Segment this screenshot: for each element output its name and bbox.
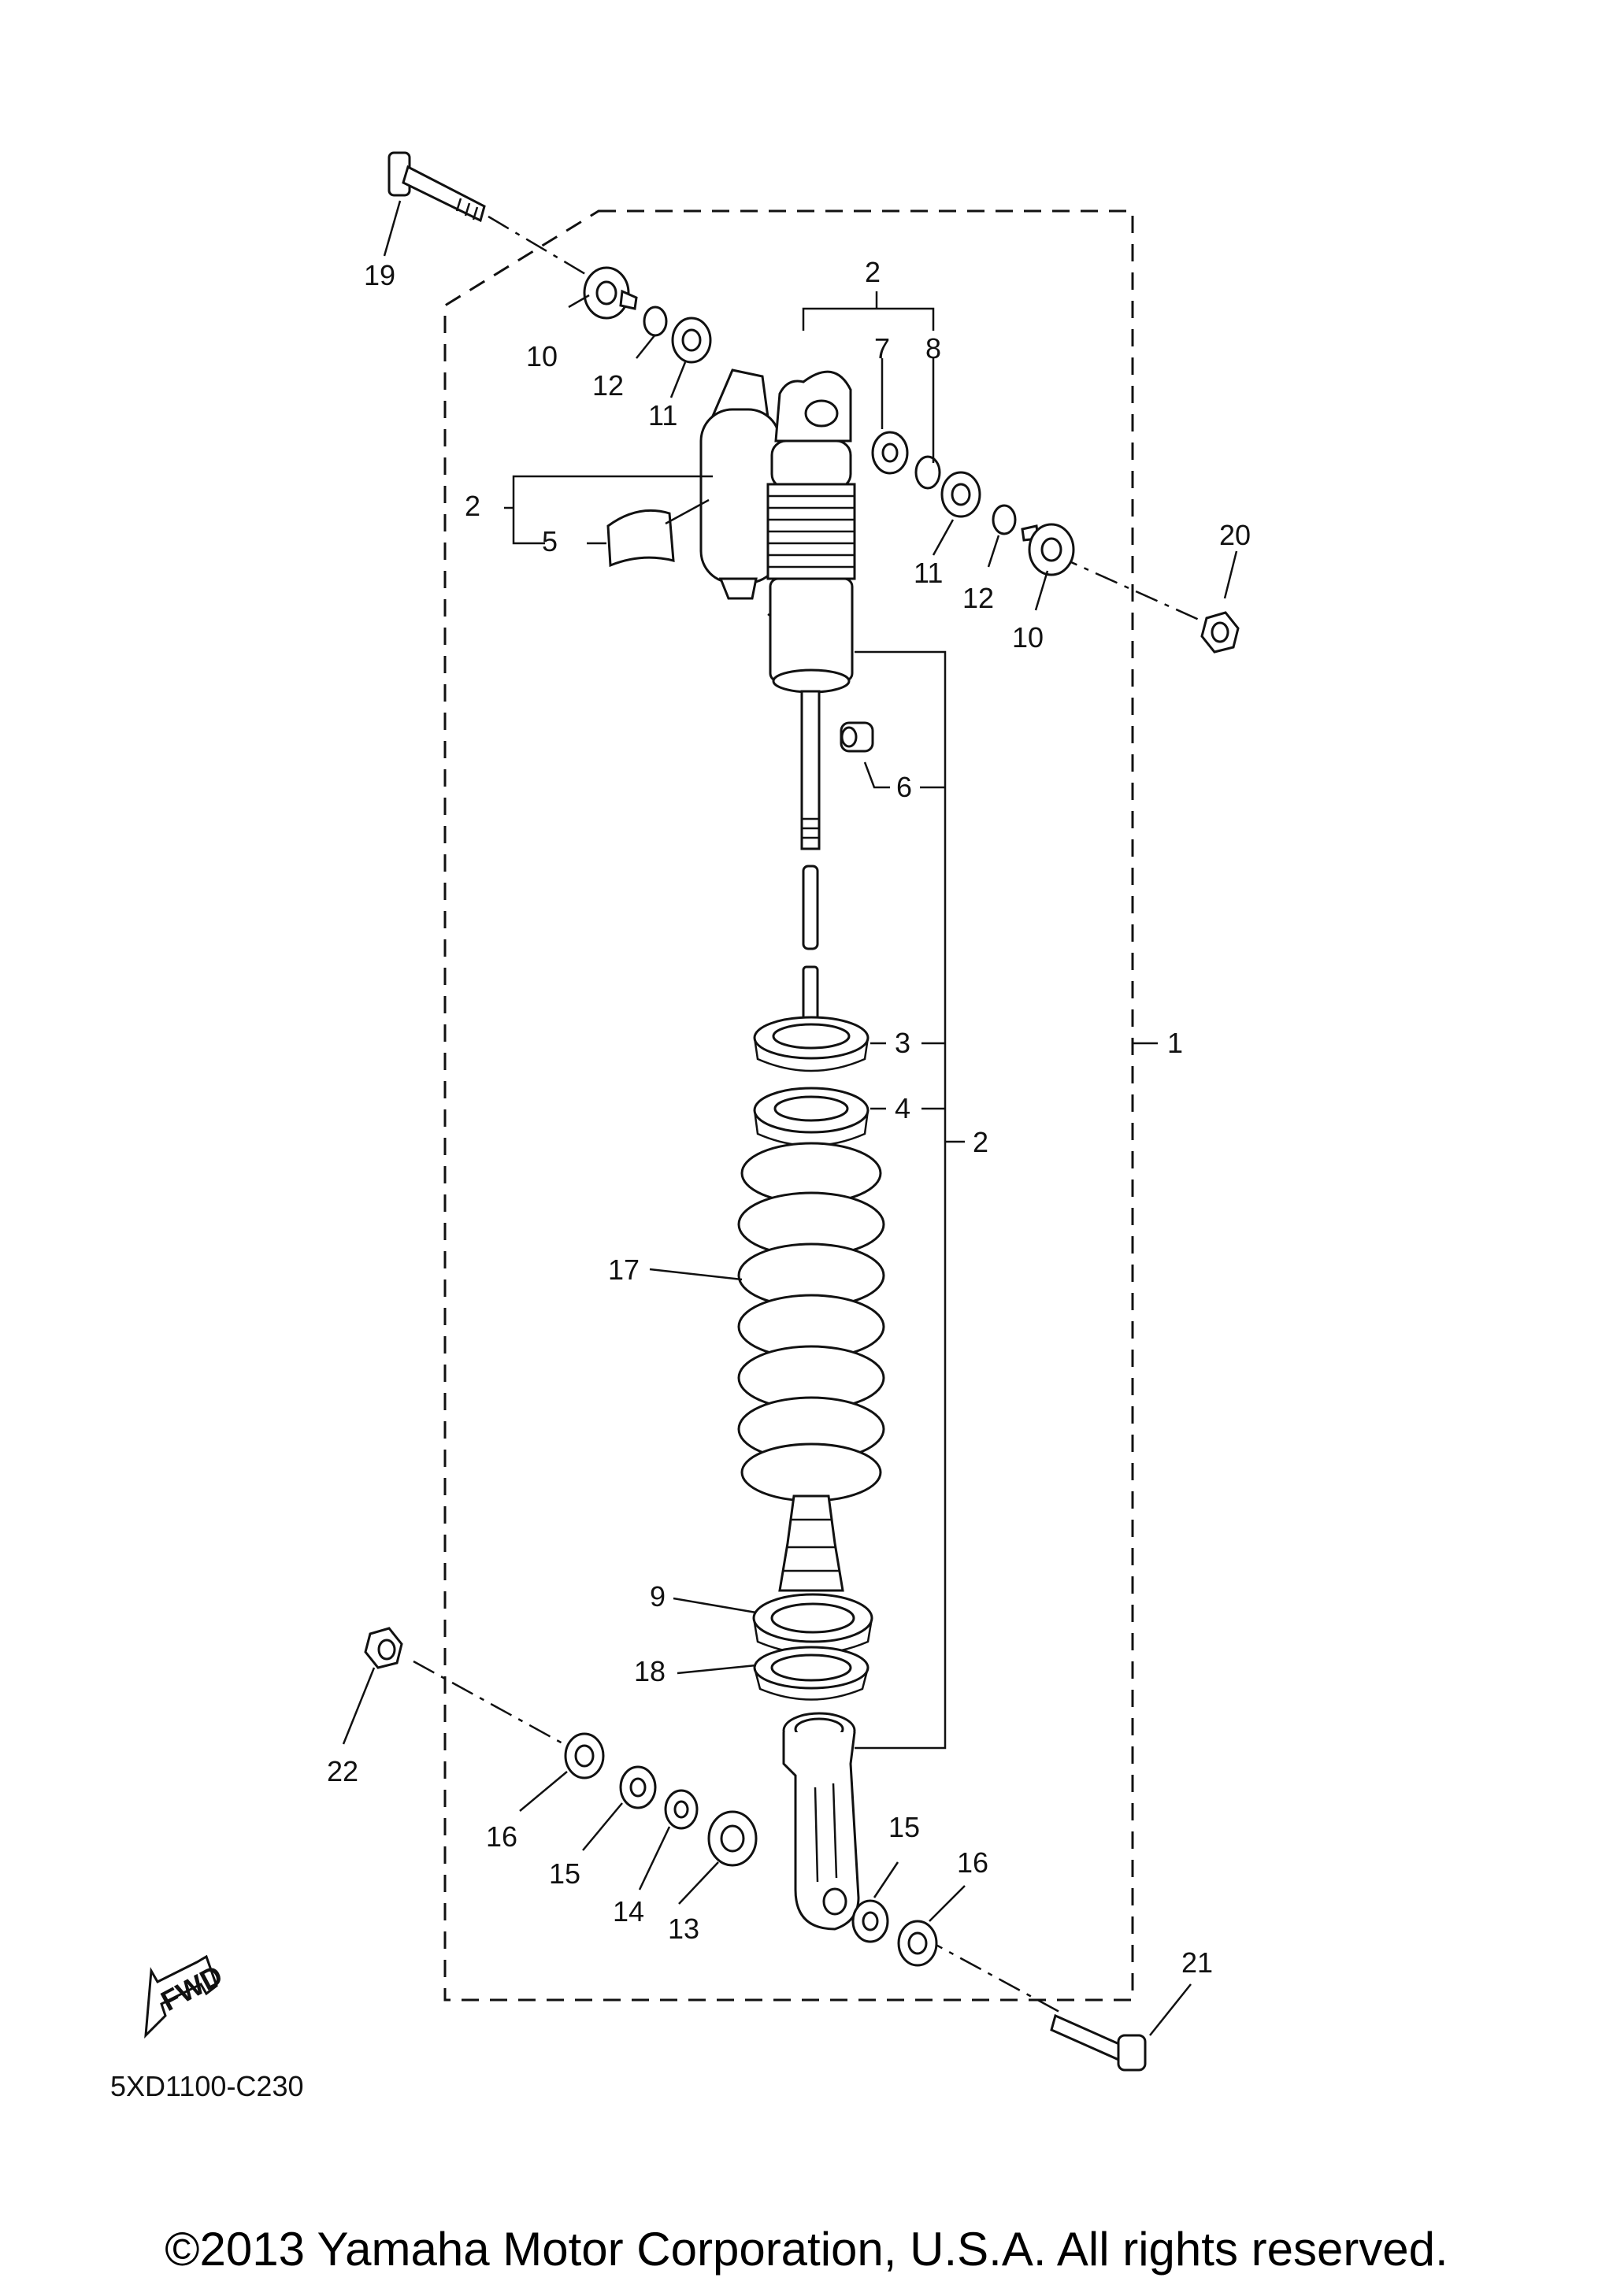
callout-16-right: 16 bbox=[957, 1846, 988, 1879]
callout-13: 13 bbox=[668, 1913, 699, 1945]
callout-2-right: 2 bbox=[973, 1126, 988, 1158]
bolt-21 bbox=[1050, 2013, 1147, 2072]
callout-7: 7 bbox=[874, 332, 890, 365]
bearing-11-right bbox=[940, 471, 981, 518]
shock-body bbox=[766, 370, 856, 694]
callout-15-left: 15 bbox=[549, 1857, 580, 1890]
copyright-notice: ©2013 Yamaha Motor Corporation, U.S.A. A… bbox=[165, 2223, 1448, 2276]
nut-22 bbox=[364, 1627, 403, 1669]
callout-4: 4 bbox=[895, 1092, 910, 1124]
lower-clevis bbox=[782, 1712, 860, 1931]
bump-rubber bbox=[778, 1494, 844, 1592]
callout-9: 9 bbox=[650, 1580, 666, 1613]
washer-15-right bbox=[851, 1899, 889, 1943]
fwd-arrow-icon: FWD bbox=[144, 1954, 228, 2039]
bushing-7 bbox=[871, 431, 909, 475]
bearing-11-top bbox=[671, 317, 712, 364]
callout-20: 20 bbox=[1219, 519, 1251, 551]
callout-3: 3 bbox=[895, 1027, 910, 1059]
adjuster-6 bbox=[840, 721, 874, 753]
callout-1: 1 bbox=[1167, 1027, 1183, 1059]
callout-12-top: 12 bbox=[592, 369, 624, 402]
callout-22: 22 bbox=[327, 1755, 358, 1787]
reservoir bbox=[699, 368, 781, 600]
bolt-19 bbox=[387, 151, 486, 223]
spring-guide-18 bbox=[753, 1646, 870, 1701]
o-ring-12-top bbox=[643, 306, 668, 337]
callout-5: 5 bbox=[542, 525, 558, 557]
callout-6: 6 bbox=[896, 771, 912, 803]
spacer-16-left bbox=[564, 1732, 605, 1779]
callout-2-left: 2 bbox=[465, 490, 480, 522]
axis-line-bottom-right bbox=[921, 1935, 1060, 2013]
locknut-4 bbox=[753, 1087, 870, 1147]
assembly-boundary bbox=[443, 209, 1134, 2002]
callout-14: 14 bbox=[613, 1895, 644, 1928]
spring-seat-9 bbox=[752, 1593, 873, 1655]
callout-19: 19 bbox=[364, 259, 395, 291]
bearing-13 bbox=[707, 1810, 758, 1867]
clip-8 bbox=[914, 455, 941, 490]
collar-10-top bbox=[583, 266, 638, 320]
callout-10-right: 10 bbox=[1012, 621, 1044, 654]
axis-line-bottom-left bbox=[413, 1660, 572, 1750]
callout-11-top: 11 bbox=[648, 399, 677, 431]
callout-12-right: 12 bbox=[962, 582, 994, 614]
callout-11-right: 11 bbox=[914, 557, 943, 589]
callout-2-top: 2 bbox=[865, 256, 881, 288]
leader-lines bbox=[342, 200, 1238, 2036]
spacer-16-right bbox=[897, 1920, 938, 1967]
callout-10-top: 10 bbox=[526, 340, 558, 372]
callout-21: 21 bbox=[1181, 1946, 1213, 1979]
piston-rod bbox=[800, 690, 821, 1024]
nut-20 bbox=[1200, 611, 1240, 654]
band-5 bbox=[606, 509, 675, 568]
axis-line-top-left bbox=[488, 215, 595, 281]
axis-line-top-right bbox=[1055, 554, 1214, 628]
diagram-code: 5XD1100-C230 bbox=[110, 2070, 304, 2102]
spring-17 bbox=[737, 1142, 885, 1502]
callout-labels: 19 10 12 11 2 7 8 2 5 11 12 10 20 6 3 4 … bbox=[327, 256, 1251, 1979]
collar-14 bbox=[664, 1789, 699, 1830]
callout-15-right: 15 bbox=[888, 1811, 920, 1843]
collar-10-right bbox=[1021, 523, 1075, 576]
callout-16-left: 16 bbox=[486, 1820, 517, 1853]
callout-8: 8 bbox=[925, 332, 941, 365]
callout-18: 18 bbox=[634, 1655, 666, 1687]
o-ring-12-right bbox=[992, 504, 1017, 535]
washer-15-left bbox=[619, 1765, 657, 1809]
callout-17: 17 bbox=[608, 1254, 640, 1286]
locknut-3 bbox=[753, 1016, 870, 1072]
